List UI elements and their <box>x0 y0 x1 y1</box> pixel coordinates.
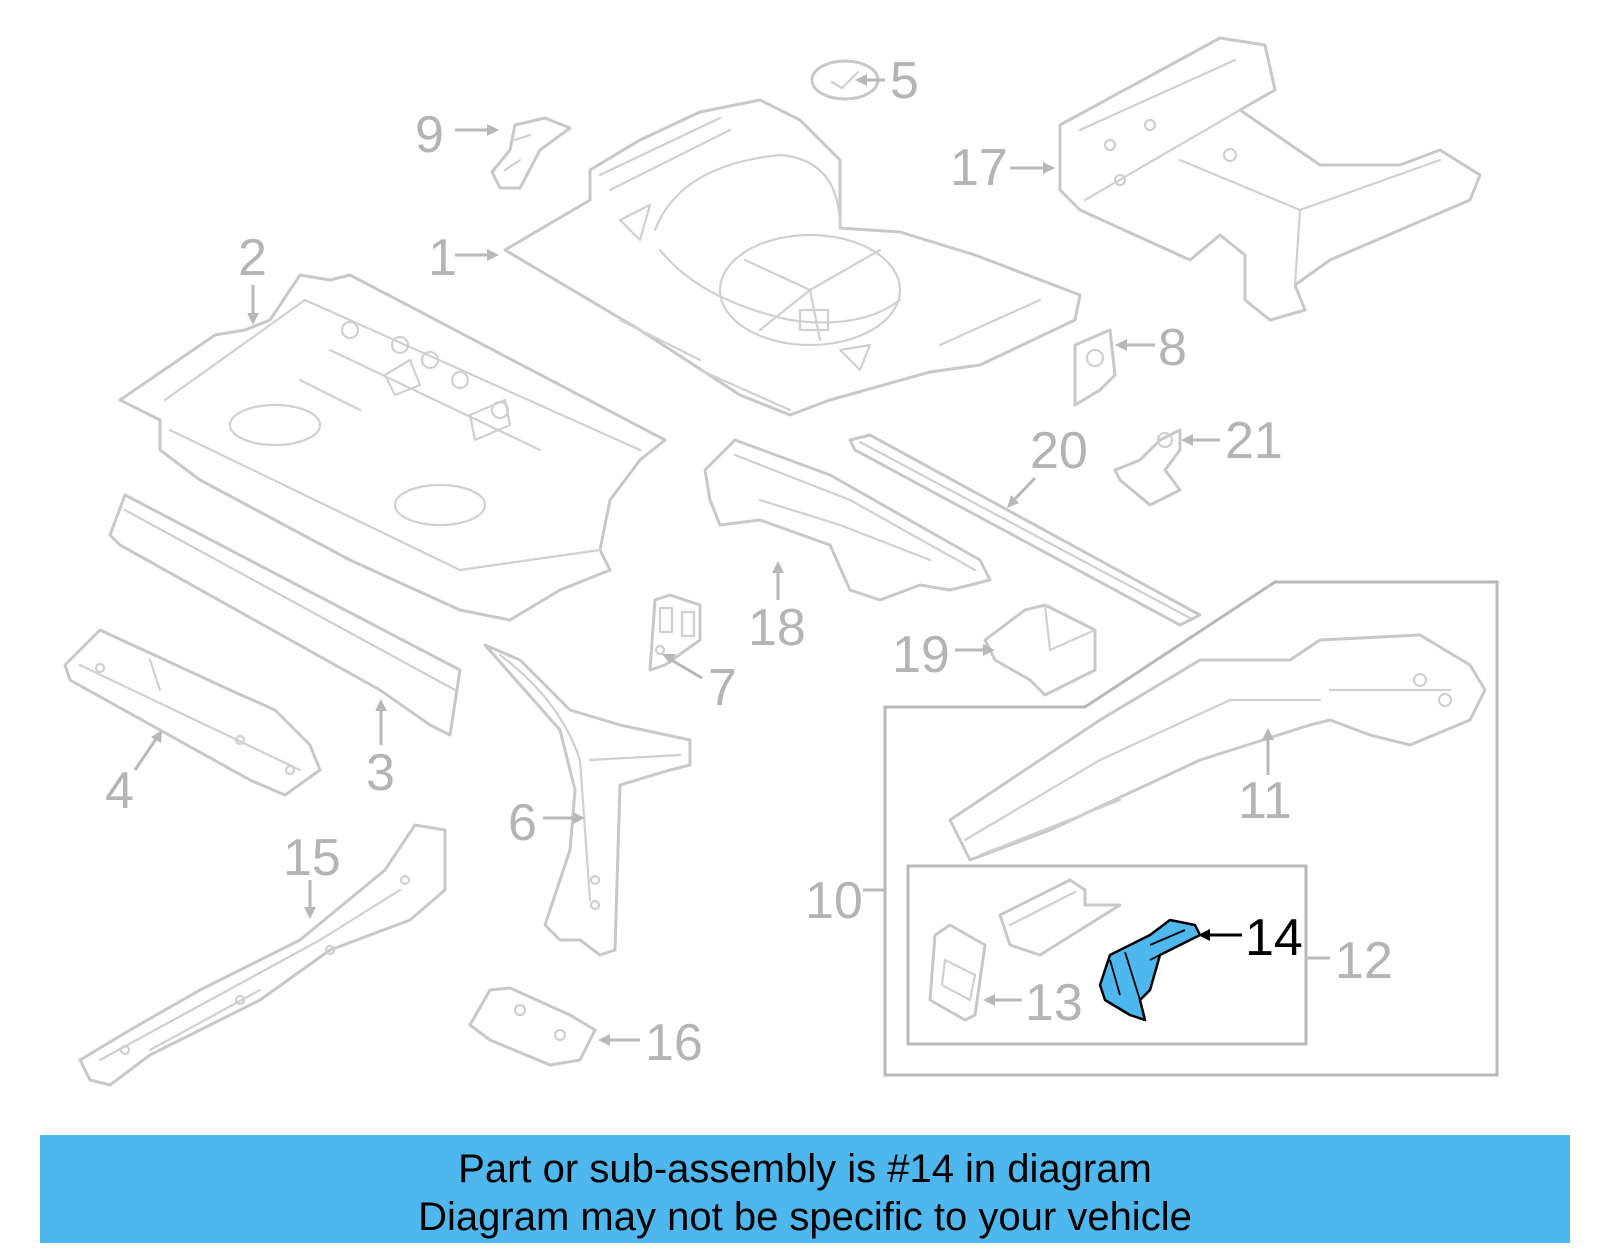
label-20: 20 <box>1030 422 1088 480</box>
part-3-crossmember <box>108 493 462 737</box>
part-14-highlighted <box>1098 918 1202 1022</box>
part-4-crossmember <box>63 628 322 797</box>
part-16-bracket <box>468 986 597 1067</box>
part-7-bracket <box>648 593 702 672</box>
leader-lines <box>133 74 1330 1046</box>
part-21-bracket <box>1113 428 1182 507</box>
banner-line-2: Diagram may not be specific to your vehi… <box>418 1195 1192 1239</box>
label-10: 10 <box>805 872 863 930</box>
part-2-front-floor-pan <box>118 273 667 622</box>
part-11-rail <box>948 633 1487 862</box>
part-13-plate <box>928 923 987 1022</box>
part-8-bracket <box>1073 328 1117 407</box>
label-18: 18 <box>748 599 806 657</box>
label-1: 1 <box>428 229 457 287</box>
info-banner: Part or sub-assembly is #14 in diagram D… <box>40 1135 1570 1243</box>
label-4: 4 <box>105 762 134 820</box>
label-12: 12 <box>1335 932 1393 990</box>
part-20-sill <box>848 433 1202 627</box>
label-13: 13 <box>1025 974 1083 1032</box>
part-19-bracket <box>983 603 1097 697</box>
label-9: 9 <box>415 106 444 164</box>
label-14: 14 <box>1245 909 1303 967</box>
label-16: 16 <box>645 1014 703 1072</box>
label-6: 6 <box>508 794 537 852</box>
label-8: 8 <box>1158 319 1187 377</box>
part-labels: 5 9 1 17 2 8 21 20 18 19 7 3 4 11 6 15 1… <box>105 52 1393 1072</box>
part-17-crossmember <box>1058 36 1482 322</box>
label-5: 5 <box>890 52 919 110</box>
label-11: 11 <box>1238 772 1292 830</box>
label-19: 19 <box>892 626 950 684</box>
part-6-pillar <box>483 643 692 957</box>
label-17: 17 <box>950 139 1008 197</box>
part-15-rail <box>78 823 447 1087</box>
assembly-10-frame <box>883 580 1499 1077</box>
label-3: 3 <box>366 744 395 802</box>
part-18-rail <box>703 438 992 602</box>
label-21: 21 <box>1225 412 1283 470</box>
label-15: 15 <box>283 829 341 887</box>
part-1-rear-floor-pan <box>503 98 1082 417</box>
assembly-12-frame <box>906 864 1308 1046</box>
banner-line-1: Part or sub-assembly is #14 in diagram <box>458 1147 1152 1191</box>
label-7: 7 <box>708 659 737 717</box>
leader-14 <box>1198 929 1242 941</box>
part-9-bracket <box>490 116 572 190</box>
part-12-bracket <box>998 878 1122 957</box>
label-2: 2 <box>238 229 267 287</box>
